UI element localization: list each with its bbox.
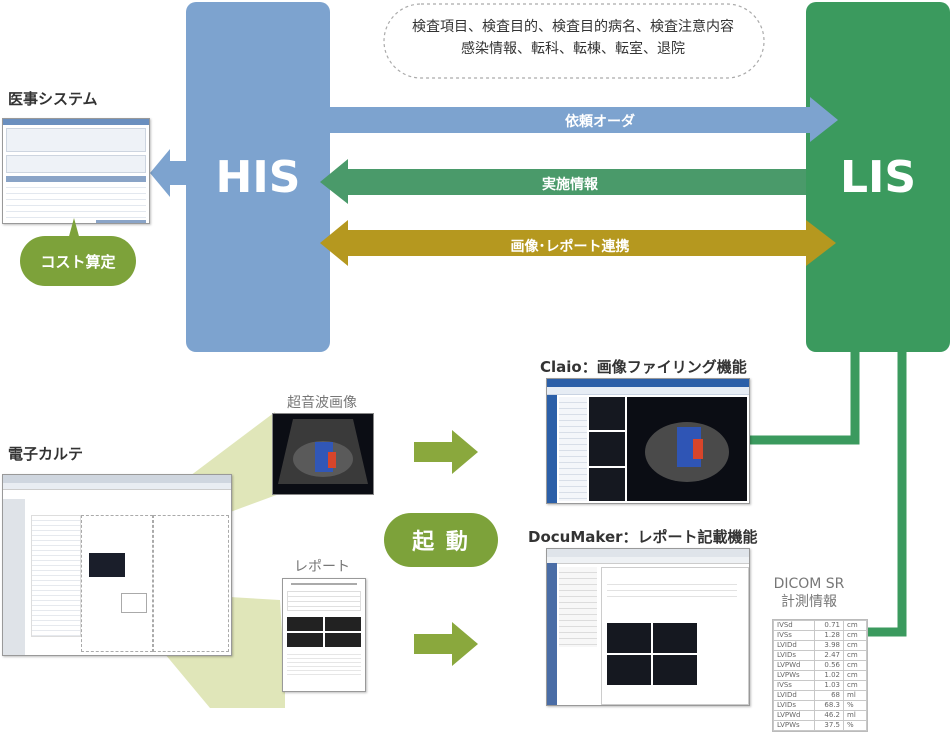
dicom-sr-unit-cell: cm [843,670,867,681]
dicom-sr-unit-cell: ml [843,710,867,721]
dicom-sr-v-cell: 0.56 [814,660,844,671]
documaker-title: DocuMaker：レポート記載機能 [528,528,758,546]
dicom-sr-label-cell: LVPWs [773,670,815,681]
dicom-sr-v-cell: 2.47 [814,650,844,661]
cloud-text: 検査項目、検査目的、検査目的病名、検査注意内容 感染情報、転科、転棟、転室、退院 [384,16,762,60]
lis-box: LIS [806,2,950,352]
dicom-sr-unit-cell: cm [843,650,867,661]
accounting-title: 医事システム [8,90,98,108]
result-arrow [320,159,806,204]
cost-label: コスト算定 [40,252,116,271]
dicom-sr-label-cell: LVPWs [773,720,815,731]
dicom-sr-unit-cell: % [843,700,867,711]
cloud-bubble [383,3,765,79]
his-to-accounting-arrow [150,149,186,197]
dicom-sr-unit-cell: cm [843,640,867,651]
documaker-screen-thumbnail [546,548,750,706]
dicom-sr-label-cell: LVIDs [773,650,815,661]
dicom-sr-v-cell: 1.28 [814,630,844,641]
dicom-sr-unit-cell: cm [843,680,867,691]
dicom-sr-v-cell: 68 [814,690,844,701]
dicom-sr-unit-cell: cm [843,630,867,641]
cost-calculation-badge: コスト算定 [20,236,136,286]
dicom-sr-unit-cell: ml [843,690,867,701]
emr-screen-thumbnail [2,474,232,656]
dicom-sr-v-cell: 0.71 [814,620,844,631]
cloud-line-1: 検査項目、検査目的、検査目的病名、検査注意内容 [412,19,734,35]
dicom-sr-label-cell: IVSs [773,630,815,641]
dicom-sr-v-cell: 1.02 [814,670,844,681]
dicom-sr-v-cell: 68.3 [814,700,844,711]
dicom-sr-unit-cell: cm [843,620,867,631]
ultrasound-title: 超音波画像 [287,395,357,411]
lis-label: LIS [839,151,917,203]
dicom-sr-label-cell: LVPWd [773,710,815,721]
claio-screen-thumbnail [546,378,750,504]
emr-title: 電子カルテ [8,445,84,463]
accounting-screen-thumbnail [2,118,150,224]
order-label: 依頼オーダ [565,114,635,130]
dicom-sr-line-2: 計測情報 [781,594,837,610]
image-report-arrow [320,220,836,266]
dicom-sr-label-cell: LVIDs [773,700,815,711]
dicom-sr-line-1: DICOM SR [773,576,845,592]
dicom-sr-label-cell: LVIDd [773,690,815,701]
cloud-line-2: 感染情報、転科、転棟、転室、退院 [461,41,685,57]
his-box: HIS [186,2,330,352]
dicom-sr-label-cell: LVIDd [773,640,815,651]
dicom-sr-label-cell: LVPWd [773,660,815,671]
dicom-sr-v-cell: 37.5 [814,720,844,731]
dicom-sr-label-cell: IVSd [773,620,815,631]
image-report-label: 画像･レポート連携 [510,239,630,255]
flow-arrows [154,97,838,266]
launch-label: 起 動 [412,530,470,555]
dicom-sr-v-cell: 46.2 [814,710,844,721]
report-title: レポート [294,559,350,575]
cost-pill-pointer [68,218,80,240]
order-arrow [330,97,838,142]
launch-arrow-bottom [414,622,478,666]
lis-claio-connector [750,352,860,445]
dicom-sr-unit-cell: % [843,720,867,731]
claio-title: Claio：画像ファイリング機能 [540,358,747,376]
launch-badge: 起 動 [384,513,498,567]
dicom-sr-title: DICOM SR 計測情報 [755,575,863,611]
report-thumbnail [282,578,366,692]
launch-arrow-top [414,430,478,474]
result-label: 実施情報 [542,177,598,193]
his-label: HIS [215,151,301,203]
dicom-sr-unit-cell: cm [843,660,867,671]
dicom-sr-label-cell: IVSs [773,680,815,691]
dicom-sr-v-cell: 1.03 [814,680,844,691]
ultrasound-image [272,413,374,495]
dicom-sr-v-cell: 3.98 [814,640,844,651]
